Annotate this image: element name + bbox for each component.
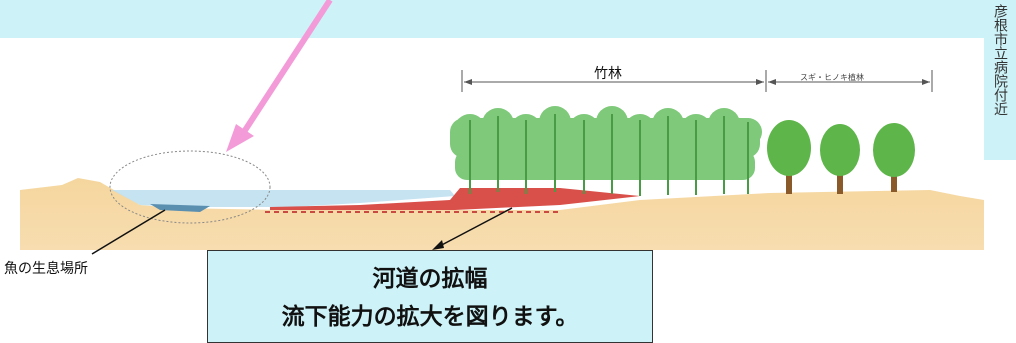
widening-leader-line: [435, 207, 513, 249]
info-subtitle: 流下能力の拡大を図ります。: [281, 304, 579, 330]
fish-leader-line: [91, 209, 166, 255]
info-callout-box: 河道の拡幅 流下能力の拡大を図ります。: [207, 250, 653, 343]
river-cross-section-diagram: [20, 0, 984, 255]
river-water: [112, 190, 455, 207]
bamboo-dimension-line: [461, 70, 767, 92]
location-label: 彦根市立病院付近: [992, 4, 1008, 116]
bamboo-forest-label: 竹林: [594, 66, 622, 82]
top-band: [0, 0, 1016, 38]
excavation-area: [270, 188, 640, 210]
cedar-dimension-line: [768, 70, 933, 92]
side-band: [984, 0, 1016, 160]
habitat-highlight-ellipse: [109, 150, 271, 224]
bamboo-grove: [450, 106, 762, 180]
bamboo-stems: [469, 114, 749, 196]
info-title: 河道の拡幅: [372, 266, 488, 292]
cedar-cypress-label: スギ・ヒノキ植林: [800, 73, 864, 82]
fish-habitat-label: 魚の生息場所: [4, 261, 88, 277]
cedar-trees: [767, 120, 915, 194]
widening-leader-arrowhead: [432, 240, 444, 250]
pointer-arrow-shaft: [237, 0, 333, 140]
pointer-arrow-head: [226, 124, 254, 152]
